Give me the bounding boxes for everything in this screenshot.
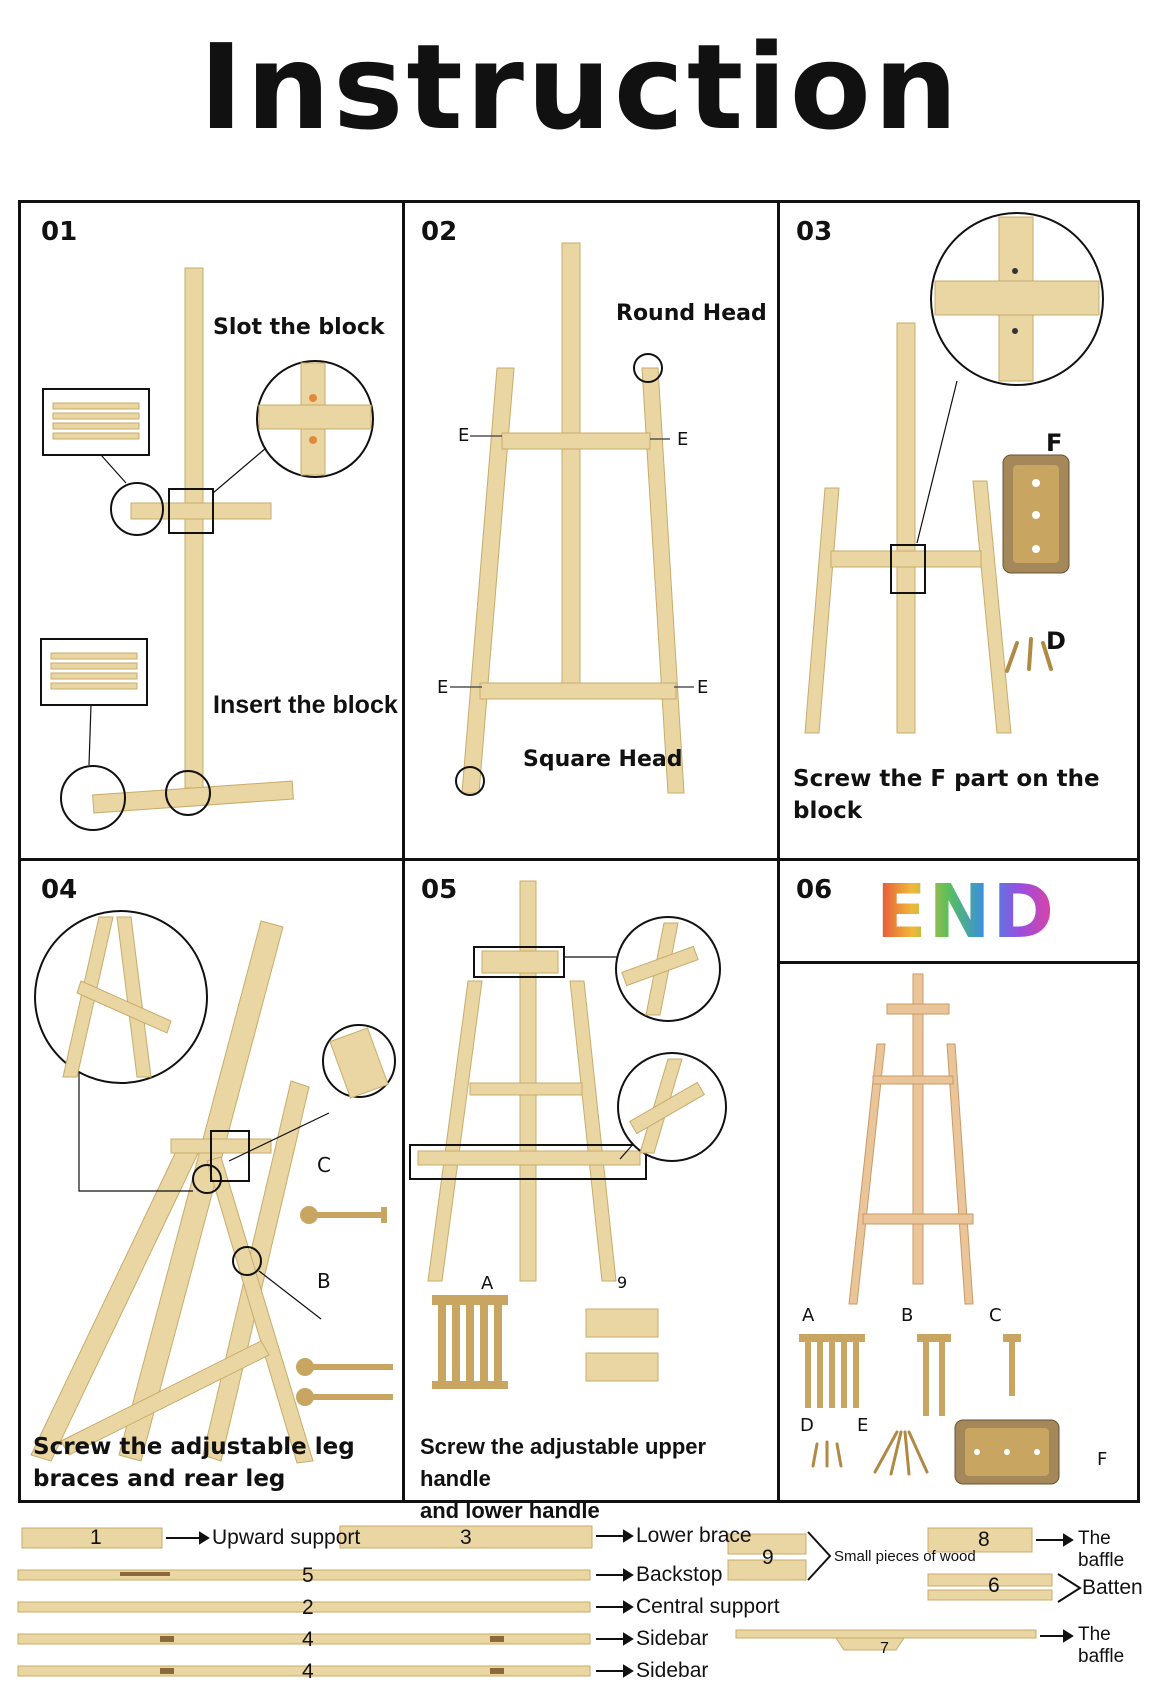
part-label-central-support: Central support	[636, 1595, 780, 1619]
slot-the-block-label: Slot the block	[213, 315, 385, 340]
step-04-caption-line1: Screw the adjustable leg	[33, 1431, 393, 1463]
part-label-small-pieces: Small pieces of wood	[834, 1548, 976, 1565]
part-number: 6	[988, 1574, 1000, 1598]
screw-hole	[309, 394, 317, 402]
part-label-sidebar: Sidebar	[636, 1627, 708, 1651]
a-label: A	[481, 1273, 493, 1294]
part-inset	[43, 389, 149, 455]
part-number: 5	[302, 1564, 314, 1588]
d-screws	[813, 1442, 841, 1466]
parts-list: 1 Upward support 3 Lower brace 5 Backsto…	[0, 1512, 1160, 1698]
e-label: E	[458, 425, 469, 446]
f-label: F	[1097, 1449, 1107, 1470]
part-number: 3	[460, 1526, 472, 1550]
e-label: E	[437, 677, 448, 698]
step-03-caption: Screw the F part on the block	[793, 763, 1113, 827]
part-number: 7	[880, 1640, 889, 1658]
round-head-label: Round Head	[616, 301, 767, 326]
b-label: B	[317, 1269, 331, 1293]
screw-hole	[309, 436, 317, 444]
part-number: 8	[978, 1528, 990, 1552]
step-05-illustration	[402, 861, 777, 1501]
part-number: 4	[302, 1660, 314, 1684]
e-screws	[875, 1432, 927, 1474]
e-label: E	[677, 429, 688, 450]
part-label-lower-brace: Lower brace	[636, 1524, 752, 1548]
e-label: E	[697, 677, 708, 698]
step-03-illustration	[777, 203, 1137, 858]
part-number: 1	[90, 1526, 102, 1550]
c-label: C	[317, 1153, 331, 1177]
e-label: E	[857, 1415, 868, 1436]
part-label-sidebar: Sidebar	[636, 1659, 708, 1683]
page-title: Instruction	[0, 28, 1160, 146]
c-bolt	[300, 1206, 387, 1224]
a-bolts	[799, 1334, 865, 1408]
part-label-upward-support: Upward support	[212, 1526, 360, 1550]
upright-post	[185, 268, 203, 788]
step-04-illustration	[21, 861, 401, 1501]
f-bracket	[955, 1420, 1059, 1484]
block	[131, 503, 271, 519]
part-label-backstop: Backstop	[636, 1563, 722, 1587]
instruction-grid: 01 Slot the block Insert the block	[18, 200, 1140, 1503]
c-label: C	[989, 1305, 1002, 1326]
part-number: 4	[302, 1628, 314, 1652]
step-04-caption: Screw the adjustable leg braces and rear…	[33, 1431, 393, 1495]
step-05-caption-line1: Screw the adjustable upper handle	[420, 1431, 772, 1495]
b-label: B	[901, 1305, 913, 1326]
part-label-batten: Batten	[1082, 1576, 1143, 1600]
d-label: D	[1046, 627, 1066, 655]
zoom-block	[259, 405, 371, 429]
step-number: 06	[796, 875, 832, 905]
b-bolts	[296, 1358, 393, 1406]
f-bracket	[1003, 455, 1069, 573]
square-head-label: Square Head	[523, 747, 682, 772]
wood-pieces-9	[586, 1309, 658, 1381]
part-label-the-baffle: The baffle	[1078, 1528, 1160, 1572]
part-label-the-baffle: The baffle	[1078, 1624, 1160, 1668]
completed-easel-illustration	[777, 964, 1137, 1500]
c-bolt	[1003, 1334, 1021, 1396]
end-graphic: END	[876, 869, 1056, 955]
d-screws	[1007, 639, 1051, 671]
step-04-caption-line2: braces and rear leg	[33, 1463, 393, 1495]
part-number: 9	[762, 1546, 774, 1570]
part-inset	[41, 639, 147, 705]
b-bolts	[917, 1334, 951, 1416]
a-label: A	[802, 1305, 814, 1326]
d-label: D	[800, 1415, 814, 1436]
insert-the-block-label: Insert the block	[213, 691, 398, 720]
f-label: F	[1046, 429, 1062, 457]
part-number: 2	[302, 1596, 314, 1620]
a-bolts	[432, 1295, 508, 1389]
step-01-illustration	[21, 203, 401, 858]
nine-label: 9	[617, 1273, 627, 1292]
